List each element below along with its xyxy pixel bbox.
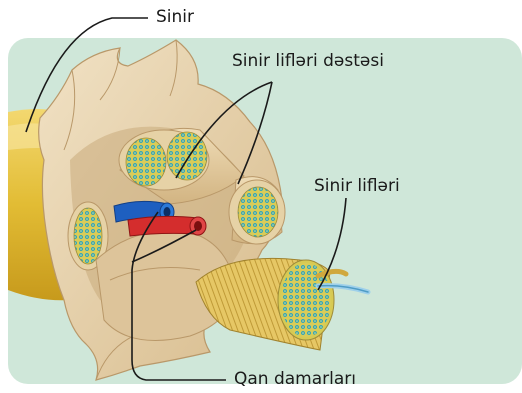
bundle-right-fibers — [238, 187, 278, 237]
vein-lumen — [164, 207, 171, 217]
bundle-top-fibers-a — [126, 138, 166, 186]
bundle-left-fibers — [74, 208, 102, 264]
label-nerve: Sinir — [156, 9, 194, 26]
label-blood-vessels: Qan damarları — [234, 371, 356, 388]
label-nerve-fibers: Sinir lifləri — [314, 178, 400, 195]
label-nerve-fiber-bundle: Sinir lifləri dəstəsi — [232, 53, 384, 70]
artery-lumen — [194, 221, 202, 231]
artery — [128, 216, 198, 236]
